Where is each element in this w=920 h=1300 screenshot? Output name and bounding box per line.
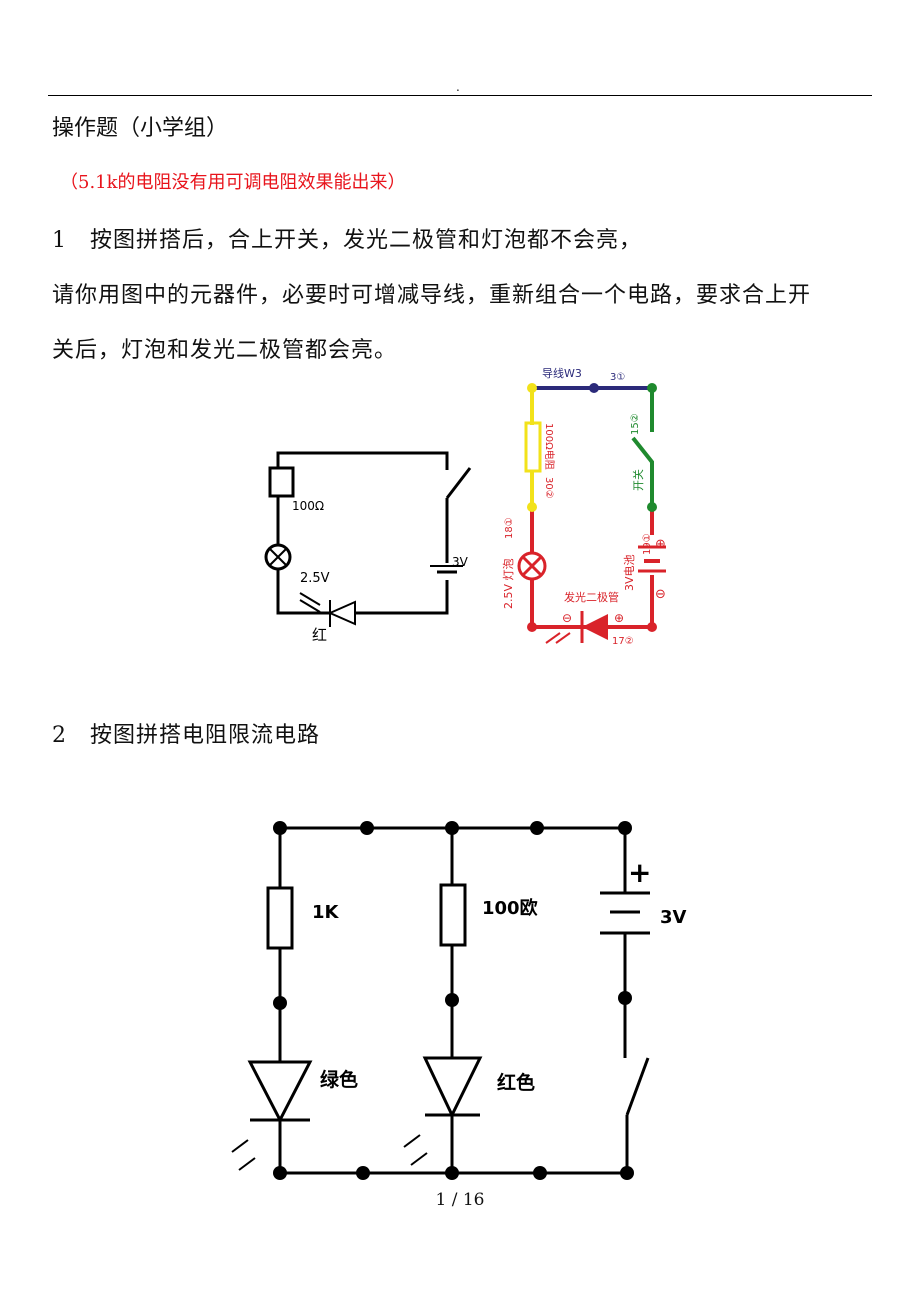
led-minus: ⊖ (562, 611, 572, 625)
lamp-label: 2.5V 灯泡 (501, 558, 515, 609)
switch-symbol (445, 467, 472, 499)
wire-tag: 3① (610, 372, 625, 383)
resistor-label: 100Ω (292, 499, 324, 513)
page-number: 1 / 16 (435, 1190, 485, 1210)
q2-heading: 2 按图拼搭电阻限流电路 (52, 723, 320, 748)
led-label: 红 (312, 626, 327, 644)
lamp-tag: 18① (504, 517, 515, 539)
page-title: 操作题（小学组） (52, 116, 229, 141)
battery-label: 3V电池 (623, 554, 636, 591)
led-symbol (327, 600, 356, 626)
header-mark: . (456, 80, 460, 94)
resistor-100 (439, 883, 467, 947)
battery-tag: 19① (642, 533, 653, 555)
red-note: （5.1k的电阻没有用可调电阻效果能出来） (60, 172, 406, 193)
led-symbol (582, 614, 608, 640)
wire-label: 导线W3 (542, 366, 582, 380)
battery-plus: + (628, 856, 651, 889)
led-green (247, 1060, 313, 1124)
resistor-1k (266, 886, 294, 950)
led-tag: 17② (612, 636, 634, 647)
led1-label: 绿色 (320, 1068, 358, 1091)
led2-label: 红色 (497, 1071, 535, 1094)
kit-circuit-1: 导线W3 3① 100Ω电阻 30② 15② 开关 18① 2.5V 灯泡 19… (501, 366, 666, 647)
switch-label: 开关 (631, 469, 645, 491)
schematic-circuit-1: 100Ω 2.5V 3V 红 (264, 451, 472, 644)
led-label: 发光二极管 (564, 590, 619, 604)
led-red (422, 1056, 483, 1119)
q1-line1: 1 按图拼搭后，合上开关，发光二极管和灯泡都不会亮， (52, 228, 642, 253)
r1-label: 1K (312, 902, 340, 923)
q1-line3: 关后，灯泡和发光二极管都会亮。 (52, 338, 398, 363)
resistor-label: 100Ω电阻 (543, 423, 556, 470)
resistor-tag: 30② (543, 477, 554, 499)
header-rule (48, 95, 872, 96)
switch (625, 1057, 650, 1116)
r2-label: 100欧 (482, 897, 538, 919)
battery-label: 3V (660, 907, 687, 928)
q1-line2: 请你用图中的元器件，必要时可增减导线，重新组合一个电路，要求合上开 (52, 283, 812, 308)
lamp-label: 2.5V (300, 571, 330, 586)
battery-plus: ⊕ (655, 537, 666, 552)
battery-minus: ⊖ (655, 587, 666, 602)
led-plus: ⊕ (614, 611, 624, 625)
switch-tag: 15② (630, 413, 641, 435)
battery-label: 3V (452, 555, 469, 569)
resistor-symbol (268, 466, 295, 498)
